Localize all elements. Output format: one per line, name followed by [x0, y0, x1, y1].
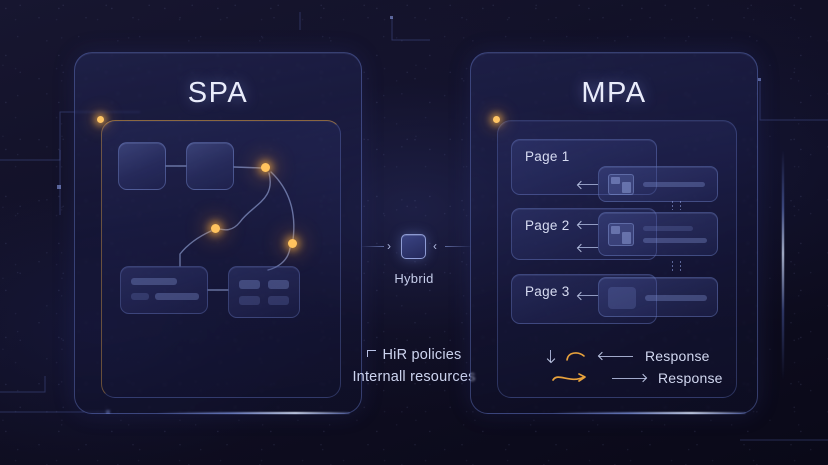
spa-panel-bottom-glow: [155, 412, 350, 414]
spa-block-b[interactable]: [186, 142, 234, 190]
thumb-block: [622, 182, 631, 193]
skeleton-bar: [643, 182, 705, 187]
right-arrow-icon: [612, 377, 646, 379]
mpa-legend-label: Response: [658, 370, 723, 386]
hybrid-line-left: [362, 246, 384, 247]
skeleton-bar: [131, 293, 149, 300]
amber-curve-icon: [566, 352, 585, 361]
skeleton-bar: [131, 278, 177, 285]
skeleton-cell: [268, 296, 289, 305]
mpa-content-card[interactable]: [598, 212, 718, 256]
hybrid-caret-right: ‹: [433, 239, 437, 253]
skeleton-bar: [643, 238, 707, 243]
skeleton-cell: [239, 280, 260, 289]
hybrid-caret-left: ›: [387, 239, 391, 253]
spa-block-a[interactable]: [118, 142, 166, 190]
thumb-block: [611, 226, 620, 234]
spa-node-dot[interactable]: [211, 224, 220, 233]
thumb-block: [611, 177, 620, 184]
spa-grid-widget[interactable]: [228, 266, 300, 318]
skeleton-cell: [239, 296, 260, 305]
mpa-inner-panel[interactable]: [497, 120, 737, 398]
right-edge-glow: [782, 150, 784, 380]
hybrid-label: Hybrid: [394, 271, 434, 286]
spa-node-dot[interactable]: [261, 163, 270, 172]
mpa-thumbnail-icon: [608, 223, 634, 246]
spa-corner-glow-dot: [97, 116, 104, 123]
skeleton-cell: [268, 280, 289, 289]
skeleton-bar: [155, 293, 199, 300]
mpa-response-arrow: [578, 247, 598, 248]
spa-node-dot[interactable]: [288, 239, 297, 248]
spa-panel-title: SPA: [187, 77, 249, 109]
spa-list-widget[interactable]: [120, 266, 208, 314]
skeleton-bar: [645, 295, 707, 301]
mpa-corner-glow-dot: [493, 116, 500, 123]
mpa-panel[interactable]: MPA: [470, 52, 758, 414]
mpa-legend-label: Response: [645, 348, 710, 364]
spa-panel[interactable]: SPA: [74, 52, 362, 414]
mpa-panel-title: MPA: [581, 77, 647, 109]
mpa-thumbnail-icon: [608, 174, 634, 195]
mpa-row-connector: [672, 261, 673, 273]
hybrid-line-right: [445, 246, 471, 247]
mpa-page-label: Page 1: [525, 149, 570, 164]
spa-caption-hir-policies: HiR policies: [0, 347, 828, 363]
down-arrow-icon: [550, 350, 551, 362]
mpa-panel-bottom-glow: [551, 412, 746, 414]
hybrid-node-box[interactable]: [401, 234, 426, 259]
mpa-response-arrow: [578, 295, 598, 296]
skeleton-block: [608, 287, 636, 309]
mpa-content-card[interactable]: [598, 277, 718, 317]
left-arrow-icon: [599, 355, 633, 357]
spa-caption-text: Internall resources: [352, 369, 476, 385]
mpa-page-label: Page 2: [525, 218, 570, 233]
spa-inner-panel[interactable]: [101, 120, 341, 398]
mpa-row-connector: [672, 201, 673, 210]
mpa-content-card[interactable]: [598, 166, 718, 202]
mpa-page-card[interactable]: Page 3: [511, 274, 657, 324]
bracket-corner-icon: [366, 350, 376, 357]
mpa-page-card[interactable]: Page 2: [511, 208, 657, 260]
mpa-response-arrow: [578, 184, 598, 185]
mpa-row-connector: [680, 201, 681, 210]
mpa-legend-row: Response: [550, 370, 723, 386]
mpa-page-label: Page 3: [525, 284, 570, 299]
spa-caption-internal-resources: Internall resources: [0, 369, 828, 385]
mpa-response-arrow: [578, 224, 598, 225]
skeleton-bar: [643, 226, 693, 231]
amber-curve-arrow-icon: [552, 373, 586, 382]
mpa-row-connector: [680, 261, 681, 273]
spa-caption-text: HiR policies: [382, 347, 462, 363]
thumb-block: [622, 232, 631, 244]
mpa-legend-row: Response: [550, 348, 710, 364]
